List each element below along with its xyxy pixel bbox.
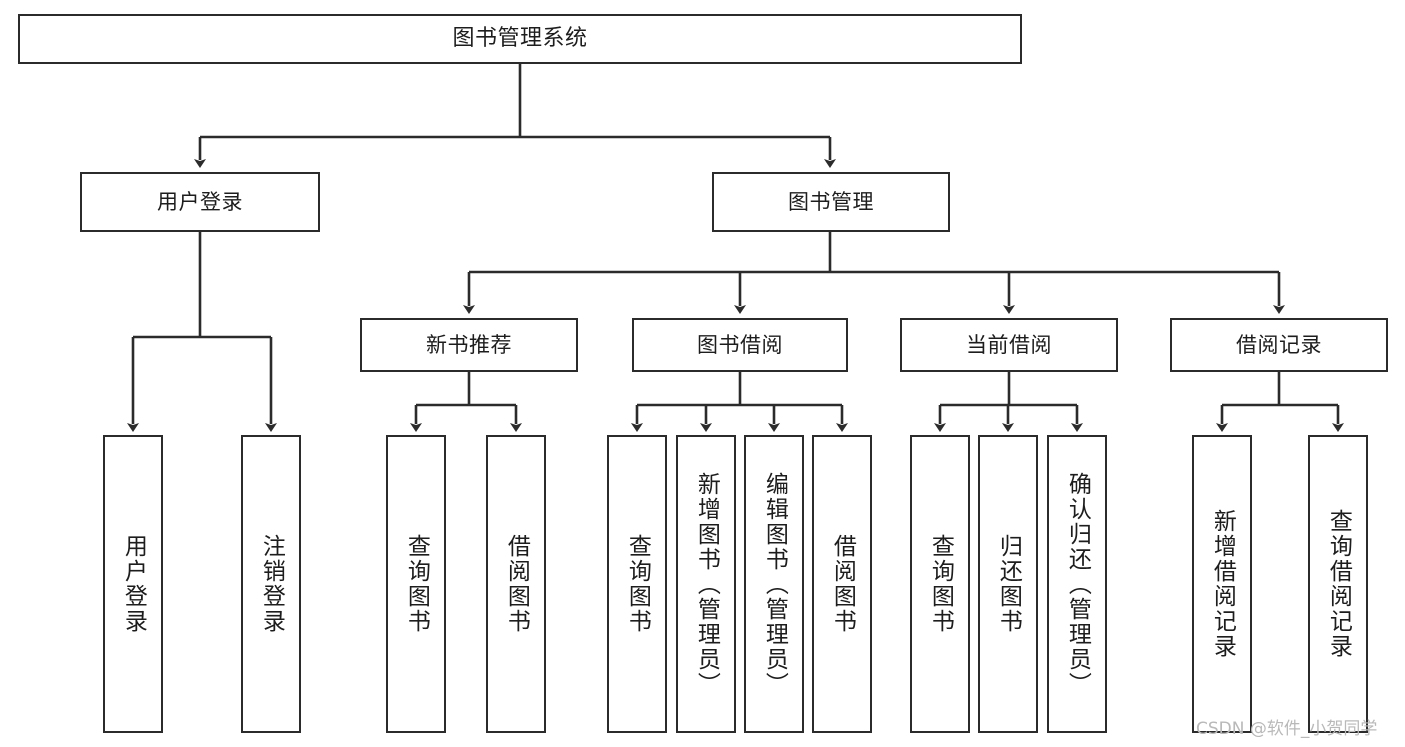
node-label: 新书推荐 <box>426 332 512 357</box>
leaf-current-borrow-confirm-admin[interactable]: 确认归还（管理员） <box>1047 435 1107 733</box>
node-new-book-recommend[interactable]: 新书推荐 <box>360 318 578 372</box>
node-borrow-record[interactable]: 借阅记录 <box>1170 318 1388 372</box>
node-label: 借阅图书 <box>503 534 530 634</box>
leaf-borrow-record-add[interactable]: 新增借阅记录 <box>1192 435 1252 733</box>
node-label: 当前借阅 <box>966 332 1052 357</box>
node-label: 查询图书 <box>403 534 430 634</box>
leaf-new-book-borrow[interactable]: 借阅图书 <box>486 435 546 733</box>
node-label: 编辑图书（管理员） <box>761 471 788 697</box>
leaf-borrow-record-query[interactable]: 查询借阅记录 <box>1308 435 1368 733</box>
node-label: 查询图书 <box>927 534 954 634</box>
node-label: 查询借阅记录 <box>1325 509 1352 659</box>
node-label: 图书管理系统 <box>452 26 588 52</box>
node-label: 归还图书 <box>995 534 1022 634</box>
leaf-new-book-query[interactable]: 查询图书 <box>386 435 446 733</box>
node-root-book-management-system[interactable]: 图书管理系统 <box>18 14 1022 64</box>
node-label: 图书管理 <box>788 189 874 214</box>
leaf-book-borrow-borrow[interactable]: 借阅图书 <box>812 435 872 733</box>
node-book-management[interactable]: 图书管理 <box>712 172 950 232</box>
node-user-login[interactable]: 用户登录 <box>80 172 320 232</box>
node-label: 借阅图书 <box>829 534 856 634</box>
node-label: 用户登录 <box>120 534 147 634</box>
leaf-current-borrow-query[interactable]: 查询图书 <box>910 435 970 733</box>
leaf-user-login-login[interactable]: 用户登录 <box>103 435 163 733</box>
node-label: 新增借阅记录 <box>1209 509 1236 659</box>
leaf-book-borrow-add-admin[interactable]: 新增图书（管理员） <box>676 435 736 733</box>
node-label: 图书借阅 <box>697 332 783 357</box>
node-current-borrow[interactable]: 当前借阅 <box>900 318 1118 372</box>
node-label: 借阅记录 <box>1236 332 1322 357</box>
leaf-current-borrow-return[interactable]: 归还图书 <box>978 435 1038 733</box>
node-label: 查询图书 <box>624 534 651 634</box>
node-book-borrow[interactable]: 图书借阅 <box>632 318 848 372</box>
node-label: 确认归还（管理员） <box>1064 471 1091 697</box>
csdn-watermark: CSDN @软件_小贺同学 <box>1196 719 1378 739</box>
node-label: 新增图书（管理员） <box>693 471 720 697</box>
leaf-user-login-logout[interactable]: 注销登录 <box>241 435 301 733</box>
node-label: 注销登录 <box>258 534 285 634</box>
leaf-book-borrow-query[interactable]: 查询图书 <box>607 435 667 733</box>
leaf-book-borrow-edit-admin[interactable]: 编辑图书（管理员） <box>744 435 804 733</box>
node-label: 用户登录 <box>157 189 243 214</box>
